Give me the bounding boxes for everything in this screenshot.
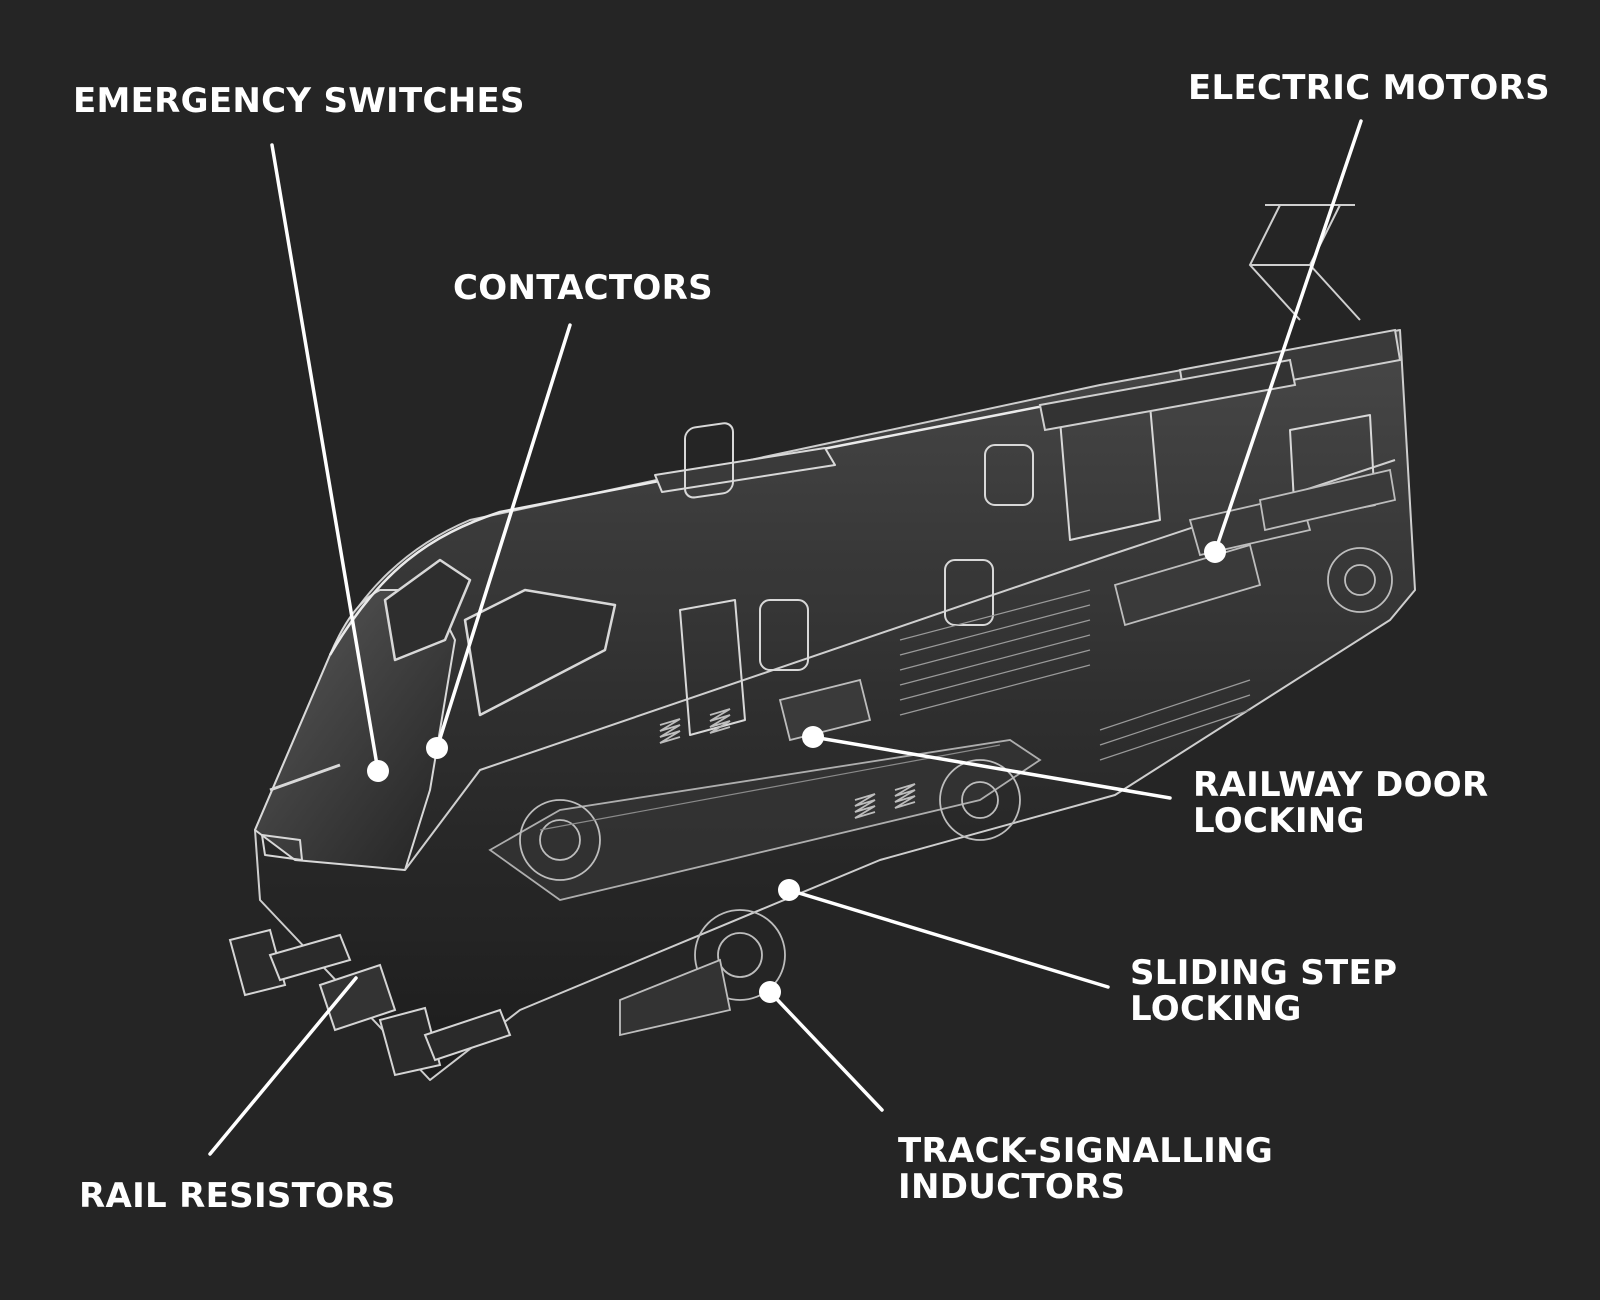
label-line: RAILWAY DOOR [1193, 765, 1489, 805]
label-track-signalling-inductors: TRACK-SIGNALLING INDUCTORS [898, 1133, 1273, 1205]
callout-dots [367, 541, 1226, 1003]
label-line: TRACK-SIGNALLING [898, 1131, 1274, 1171]
label-line: SLIDING STEP [1130, 953, 1398, 993]
leader-contactors [435, 323, 572, 750]
leader-track-signalling-inductors [768, 990, 884, 1112]
label-line: LOCKING [1130, 989, 1302, 1029]
dot-sliding-step-locking [778, 879, 800, 901]
label-line: ELECTRIC MOTORS [1188, 68, 1550, 108]
label-electric-motors: ELECTRIC MOTORS [1188, 70, 1550, 106]
dot-emergency-switches [367, 760, 389, 782]
leader-railway-door-locking [811, 735, 1172, 800]
leader-rail-resistors [208, 976, 358, 1156]
dot-railway-door-locking [802, 726, 824, 748]
label-rail-resistors: RAIL RESISTORS [79, 1178, 396, 1214]
label-line: EMERGENCY SWITCHES [73, 81, 525, 121]
label-railway-door-locking: RAILWAY DOOR LOCKING [1193, 767, 1488, 839]
label-line: RAIL RESISTORS [79, 1176, 396, 1216]
label-sliding-step-locking: SLIDING STEP LOCKING [1130, 955, 1397, 1027]
label-line: CONTACTORS [453, 268, 713, 308]
dot-electric-motors [1204, 541, 1226, 563]
undercarriage [488, 468, 1397, 1037]
buffers [228, 928, 512, 1077]
leader-sliding-step-locking [787, 888, 1110, 989]
leader-lines [208, 119, 1363, 1156]
leader-emergency-switches [270, 143, 380, 773]
leader-electric-motors [1213, 119, 1363, 554]
dot-contactors [426, 737, 448, 759]
label-contactors: CONTACTORS [453, 270, 713, 306]
label-line: INDUCTORS [898, 1167, 1126, 1207]
label-line: LOCKING [1193, 801, 1365, 841]
pantograph [1038, 204, 1402, 432]
dot-track-signalling-inductors [759, 981, 781, 1003]
label-emergency-switches: EMERGENCY SWITCHES [73, 83, 525, 119]
